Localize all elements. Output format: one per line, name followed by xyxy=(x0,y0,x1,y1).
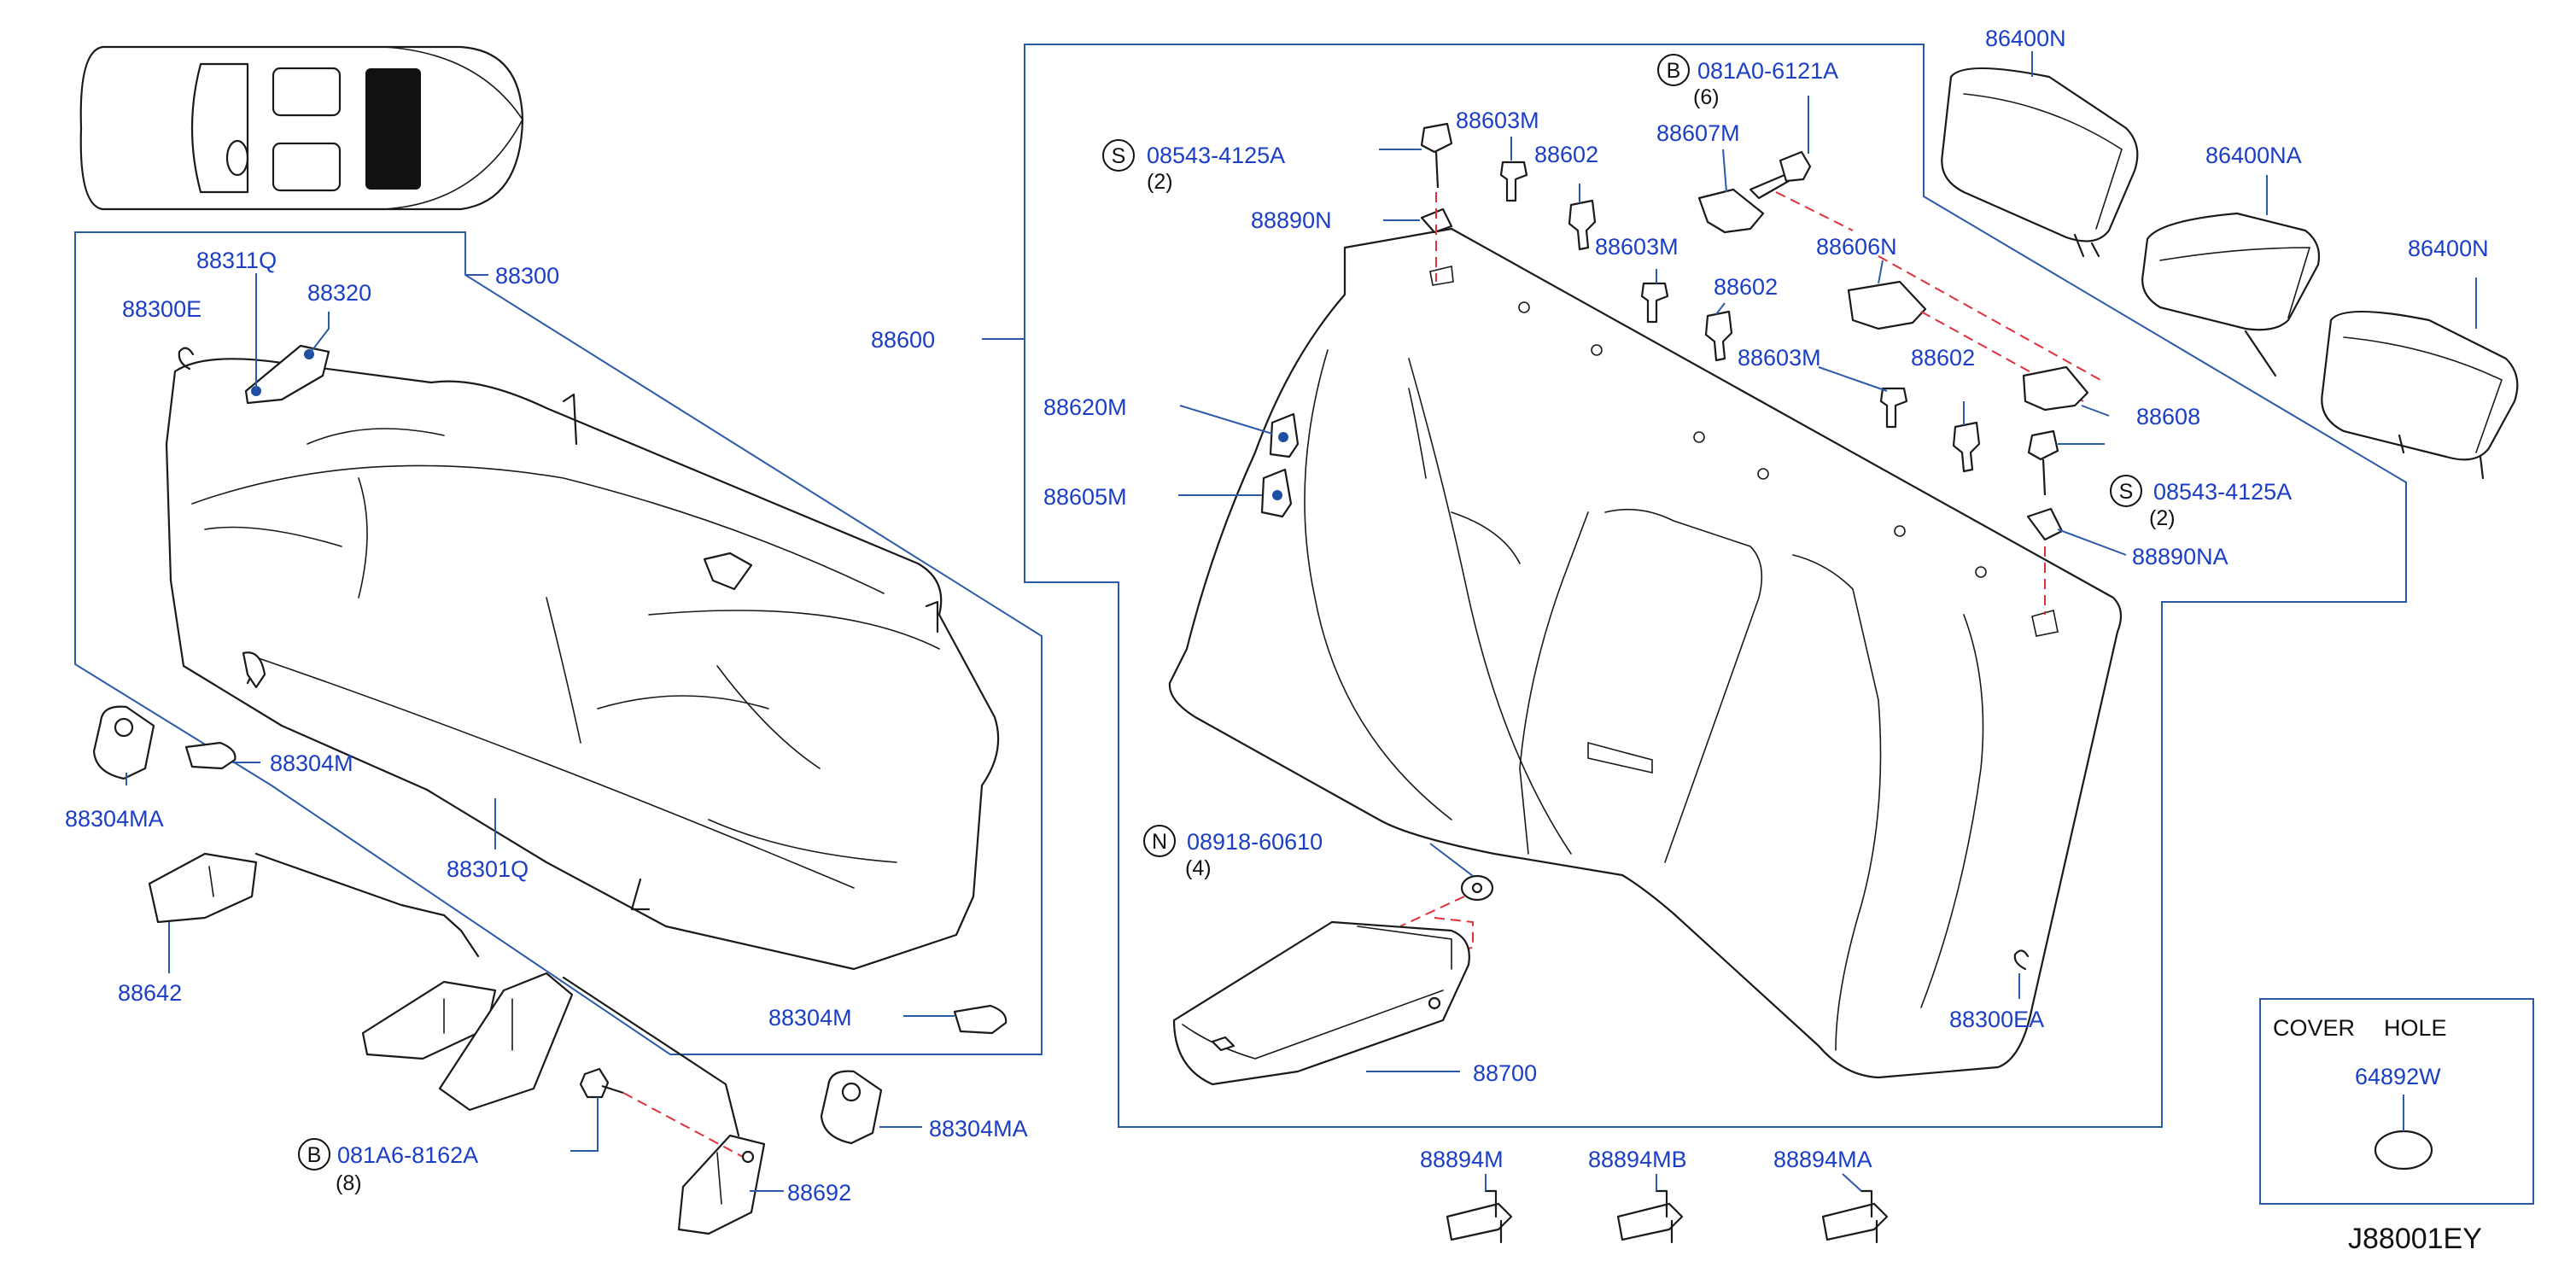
grommet-88603m-a xyxy=(1499,161,1528,202)
label-88600: 88600 xyxy=(871,327,935,353)
symbol-s-label: S xyxy=(1112,144,1126,168)
dashed-guide-88607m xyxy=(1775,191,1854,231)
armrest-88700 xyxy=(1172,920,1470,1086)
cap-88304m-upper xyxy=(184,741,237,770)
label-08543-4125a-right: 08543-4125A xyxy=(2153,479,2292,505)
clip-88890na xyxy=(2026,507,2064,541)
dashed-guide-cushion-bolt xyxy=(622,1092,744,1158)
leader-lines xyxy=(126,51,2477,1192)
bracket-88607m xyxy=(1697,188,1765,234)
label-88602-b: 88602 xyxy=(1714,274,1778,300)
bolt-08543-4125a-right xyxy=(2027,429,2059,496)
symbol-b-label: B xyxy=(1667,59,1681,83)
headrest-86400n-right xyxy=(2321,310,2519,480)
label-08918-60610: 08918-60610 xyxy=(1187,829,1323,855)
seat-cushion-illustration xyxy=(165,358,1000,971)
label-88304ma-right: 88304MA xyxy=(929,1116,1028,1141)
label-88603m-a: 88603M xyxy=(1456,108,1539,133)
nut-08918-60610 xyxy=(1460,874,1494,902)
label-88603m-b: 88603M xyxy=(1595,234,1679,260)
clip-88602-b xyxy=(1704,310,1733,362)
clip-88602-a xyxy=(1568,199,1597,251)
symbol-b-cushion: B xyxy=(298,1138,330,1171)
headrest-86400n-left xyxy=(1941,67,2139,258)
label-88605m: 88605M xyxy=(1043,484,1127,510)
label-88304m-upper: 88304M xyxy=(270,750,353,776)
symbol-s-label: S xyxy=(2119,480,2134,504)
diagram-code: J88001EY xyxy=(2348,1223,2482,1255)
label-88890na: 88890NA xyxy=(2132,544,2228,569)
bolt-08543-4125a-left xyxy=(1420,122,1453,189)
label-88602-c: 88602 xyxy=(1911,345,1975,371)
label-88608: 88608 xyxy=(2136,404,2200,429)
label-88603m-c: 88603M xyxy=(1738,345,1821,371)
label-88894ma: 88894MA xyxy=(1773,1147,1872,1172)
vehicle-locator xyxy=(79,45,524,211)
cover-hole-64892w xyxy=(2374,1130,2433,1171)
legend-hole-label: HOLE xyxy=(2384,1015,2447,1041)
grommet-88603m-b xyxy=(1640,282,1669,324)
label-88894mb: 88894MB xyxy=(1588,1147,1687,1172)
frame-hole-88692 xyxy=(741,1150,755,1164)
label-88300: 88300 xyxy=(495,263,559,289)
label-86400n-left: 86400N xyxy=(1985,26,2066,51)
hook-88300e xyxy=(178,347,195,371)
hook-88300ea xyxy=(2013,949,2030,971)
seat-back-illustration xyxy=(1168,227,2123,1079)
label-88642: 88642 xyxy=(118,980,182,1006)
legend-part-64892w: 64892W xyxy=(2355,1064,2441,1089)
headrest-86400na-center xyxy=(2141,212,2321,377)
label-88311q: 88311Q xyxy=(196,248,277,273)
label-88606n: 88606N xyxy=(1816,234,1897,260)
label-88890n: 88890N xyxy=(1251,207,1332,233)
label-88620m: 88620M xyxy=(1043,394,1127,420)
grommet-88603m-c xyxy=(1879,387,1908,429)
qty-08918-60610: (4) xyxy=(1185,856,1212,880)
label-88304ma-left: 88304MA xyxy=(65,806,164,832)
qty-081a6-8162a: (8) xyxy=(336,1171,362,1195)
bolt-081a0-6121a xyxy=(1749,150,1812,200)
clip-88602-c xyxy=(1952,421,1981,473)
label-081a0-6121a: 081A0-6121A xyxy=(1697,58,1838,84)
cover-hole-legend-box xyxy=(2259,998,2534,1205)
symbol-n: N xyxy=(1143,825,1176,857)
label-86400n-right: 86400N xyxy=(2408,236,2489,261)
label-86400na: 86400NA xyxy=(2205,143,2302,168)
bracket-88304ma-right xyxy=(820,1070,883,1145)
cushion-group-frame xyxy=(74,231,1043,1055)
label-88304m-lower: 88304M xyxy=(768,1005,852,1031)
back-group-frame xyxy=(1024,44,2407,1128)
label-88692: 88692 xyxy=(787,1180,851,1206)
clip-88894mb xyxy=(1616,1189,1684,1244)
bolt-081a6-8162a xyxy=(579,1067,624,1099)
label-88894m: 88894M xyxy=(1420,1147,1504,1172)
label-88301q: 88301Q xyxy=(447,856,529,882)
bracket-88606n xyxy=(1847,280,1927,330)
symbol-s-right: S xyxy=(2110,475,2142,507)
symbol-n-label: N xyxy=(1152,830,1167,854)
qty-08543-4125a-right: (2) xyxy=(2149,506,2176,530)
label-08543-4125a-left: 08543-4125A xyxy=(1147,143,1285,168)
label-88320: 88320 xyxy=(307,280,371,306)
qty-081a0-6121a: (6) xyxy=(1693,85,1720,109)
label-88602-a: 88602 xyxy=(1534,142,1598,167)
label-88607m: 88607M xyxy=(1656,120,1740,146)
clip-88894ma xyxy=(1821,1189,1889,1244)
symbol-b-label: B xyxy=(307,1143,322,1167)
dashed-guide-armrest xyxy=(1399,896,1474,957)
symbol-b-back: B xyxy=(1657,54,1690,86)
bracket-88304ma-left xyxy=(92,705,155,780)
label-88700: 88700 xyxy=(1473,1060,1537,1086)
bracket-88608 xyxy=(2022,365,2089,412)
label-88300ea: 88300EA xyxy=(1949,1007,2044,1032)
qty-08543-4125a-left: (2) xyxy=(1147,170,1173,194)
symbol-s-left: S xyxy=(1102,139,1135,172)
label-88300e: 88300E xyxy=(122,296,202,322)
legend-cover-label: COVER xyxy=(2273,1015,2355,1041)
cushion-clip-88320 xyxy=(244,344,330,405)
label-081a6-8162a: 081A6-8162A xyxy=(337,1142,478,1168)
clip-88894m xyxy=(1446,1189,1513,1244)
cap-88304m-lower xyxy=(953,1004,1008,1035)
